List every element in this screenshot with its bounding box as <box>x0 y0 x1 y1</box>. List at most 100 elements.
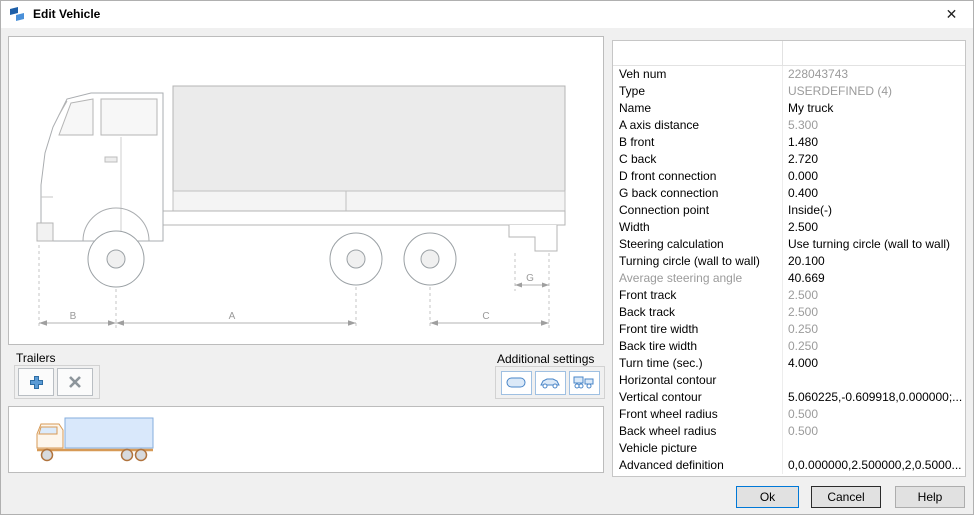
property-row[interactable]: Advanced definition0,0.000000,2.500000,2… <box>613 457 965 474</box>
property-grid-rows: Veh num228043743TypeUSERDEFINED (4)NameM… <box>613 66 965 474</box>
property-row[interactable]: Turn time (sec.)4.000 <box>613 355 965 372</box>
property-label: Front tire width <box>613 321 783 338</box>
property-label: Horizontal contour <box>613 372 783 389</box>
titlebar: Edit Vehicle ✕ <box>0 0 974 28</box>
property-row[interactable]: Horizontal contour <box>613 372 965 389</box>
property-value[interactable]: 1.480 <box>783 134 965 151</box>
trailers-group <box>14 365 100 399</box>
property-value[interactable]: 5.300 <box>783 117 965 134</box>
property-value[interactable]: 0.400 <box>783 185 965 202</box>
property-value[interactable]: Inside(-) <box>783 202 965 219</box>
cancel-button[interactable]: Cancel <box>811 486 881 508</box>
trailers-group-label: Trailers <box>16 351 56 365</box>
property-value[interactable]: Use turning circle (wall to wall) <box>783 236 965 253</box>
property-value[interactable] <box>783 372 965 389</box>
property-label: B front <box>613 134 783 151</box>
remove-trailer-button[interactable] <box>57 368 93 396</box>
property-label: C back <box>613 151 783 168</box>
property-value[interactable]: 2.500 <box>783 304 965 321</box>
car-settings-button[interactable] <box>535 371 566 395</box>
property-value[interactable]: 0.000 <box>783 168 965 185</box>
window-title: Edit Vehicle <box>33 7 100 21</box>
property-value[interactable]: 2.720 <box>783 151 965 168</box>
property-label: Width <box>613 219 783 236</box>
property-row[interactable]: Front wheel radius0.500 <box>613 406 965 423</box>
property-value[interactable]: My truck <box>783 100 965 117</box>
property-grid-header <box>613 41 965 66</box>
trailer-icon <box>505 376 527 390</box>
property-row[interactable]: Vertical contour5.060225,-0.609918,0.000… <box>613 389 965 406</box>
property-label: Back tire width <box>613 338 783 355</box>
ok-button[interactable]: Ok <box>736 486 799 508</box>
property-label: D front connection <box>613 168 783 185</box>
truck-trailer-settings-button[interactable] <box>569 371 600 395</box>
property-label: Back track <box>613 304 783 321</box>
x-icon <box>68 375 82 389</box>
property-row[interactable]: Vehicle picture <box>613 440 965 457</box>
property-row[interactable]: NameMy truck <box>613 100 965 117</box>
property-value[interactable]: 40.669 <box>783 270 965 287</box>
property-row[interactable]: Width2.500 <box>613 219 965 236</box>
property-value[interactable]: 2.500 <box>783 219 965 236</box>
property-value[interactable]: 228043743 <box>783 66 965 83</box>
property-value[interactable]: 0.500 <box>783 423 965 440</box>
help-button[interactable]: Help <box>895 486 965 508</box>
property-label: G back connection <box>613 185 783 202</box>
property-value[interactable]: USERDEFINED (4) <box>783 83 965 100</box>
close-icon[interactable]: ✕ <box>929 0 974 28</box>
add-trailer-button[interactable] <box>18 368 54 396</box>
property-row[interactable]: Turning circle (wall to wall)20.100 <box>613 253 965 270</box>
additional-settings-group <box>495 366 605 399</box>
property-label: Vehicle picture <box>613 440 783 457</box>
property-value[interactable]: 4.000 <box>783 355 965 372</box>
property-row[interactable]: G back connection0.400 <box>613 185 965 202</box>
property-value[interactable]: 2.500 <box>783 287 965 304</box>
property-value[interactable] <box>783 440 965 457</box>
property-label: Turn time (sec.) <box>613 355 783 372</box>
additional-settings-label: Additional settings <box>497 352 594 366</box>
property-value[interactable]: 0,0.000000,2.500000,2,0.5000... <box>783 457 965 474</box>
property-grid-header-cell <box>613 41 783 65</box>
property-row[interactable]: Back wheel radius0.500 <box>613 423 965 440</box>
property-row[interactable]: D front connection0.000 <box>613 168 965 185</box>
property-value[interactable]: 20.100 <box>783 253 965 270</box>
property-label: Connection point <box>613 202 783 219</box>
dimension-label-a: A <box>229 311 236 322</box>
dimension-label-b: B <box>70 311 77 322</box>
vehicle-picture-panel <box>8 406 604 473</box>
property-label: Front wheel radius <box>613 406 783 423</box>
vehicle-drawing-panel: B A C G <box>8 36 604 345</box>
property-value[interactable]: 0.500 <box>783 406 965 423</box>
property-label: Turning circle (wall to wall) <box>613 253 783 270</box>
property-row[interactable]: C back2.720 <box>613 151 965 168</box>
property-row[interactable]: B front1.480 <box>613 134 965 151</box>
property-row[interactable]: Front track2.500 <box>613 287 965 304</box>
property-label: Veh num <box>613 66 783 83</box>
app-icon <box>9 6 25 22</box>
property-label: Advanced definition <box>613 457 783 474</box>
property-row[interactable]: Veh num228043743 <box>613 66 965 83</box>
property-label: Vertical contour <box>613 389 783 406</box>
property-label: Type <box>613 83 783 100</box>
property-row[interactable]: Connection pointInside(-) <box>613 202 965 219</box>
property-grid: Veh num228043743TypeUSERDEFINED (4)NameM… <box>612 40 966 477</box>
property-label: A axis distance <box>613 117 783 134</box>
property-row[interactable]: Back tire width0.250 <box>613 338 965 355</box>
property-value[interactable]: 0.250 <box>783 338 965 355</box>
trailer-settings-button[interactable] <box>501 371 532 395</box>
property-row[interactable]: Back track2.500 <box>613 304 965 321</box>
property-value[interactable]: 5.060225,-0.609918,0.000000;... <box>783 389 965 406</box>
property-label: Steering calculation <box>613 236 783 253</box>
car-icon <box>539 376 561 390</box>
vehicle-technical-drawing: B A C G <box>9 37 603 344</box>
property-value[interactable]: 0.250 <box>783 321 965 338</box>
property-row[interactable]: TypeUSERDEFINED (4) <box>613 83 965 100</box>
property-row[interactable]: Steering calculationUse turning circle (… <box>613 236 965 253</box>
property-label: Front track <box>613 287 783 304</box>
property-label: Name <box>613 100 783 117</box>
property-row[interactable]: A axis distance5.300 <box>613 117 965 134</box>
property-row[interactable]: Front tire width0.250 <box>613 321 965 338</box>
property-label: Average steering angle <box>613 270 783 287</box>
property-row[interactable]: Average steering angle40.669 <box>613 270 965 287</box>
truck-trailer-icon <box>573 375 595 391</box>
